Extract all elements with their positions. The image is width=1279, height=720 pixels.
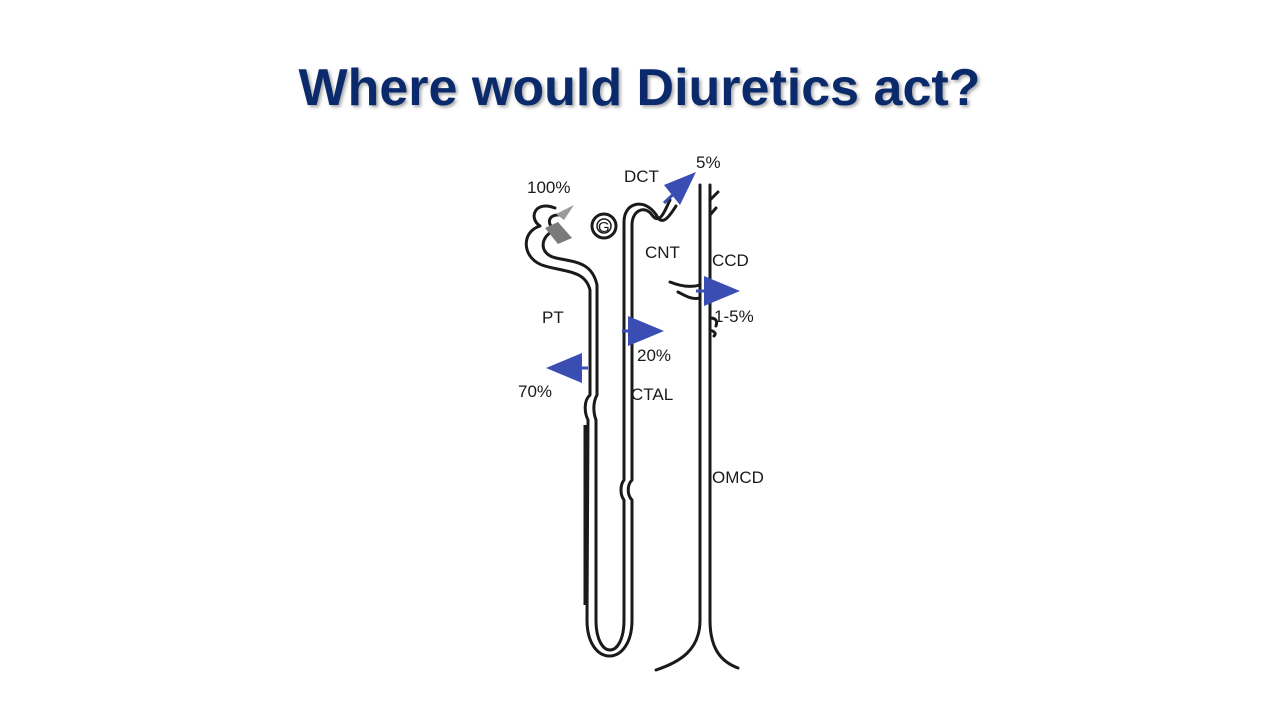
label-ctal: CTAL bbox=[631, 385, 673, 404]
diuretic-arrows bbox=[546, 172, 740, 383]
arrow-ctal bbox=[622, 316, 664, 346]
label-dct: DCT bbox=[624, 167, 659, 186]
bowman-capsule bbox=[545, 222, 572, 244]
label-ccd: CCD bbox=[712, 251, 749, 270]
nephron-tubule bbox=[524, 198, 678, 658]
arrow-ccd bbox=[696, 276, 740, 306]
glomerulus: G bbox=[590, 212, 618, 240]
slide-title: Where would Diuretics act? bbox=[298, 59, 981, 117]
label-omcd: OMCD bbox=[712, 468, 764, 487]
label-cnt: CNT bbox=[645, 243, 680, 262]
glomerulus-label: G bbox=[598, 219, 610, 236]
label-ccd-percent: 1-5% bbox=[714, 307, 754, 326]
collecting-duct bbox=[654, 183, 740, 672]
label-filtered-percent: 100% bbox=[527, 178, 570, 197]
label-pt-percent: 70% bbox=[518, 382, 552, 401]
label-dct-percent: 5% bbox=[696, 153, 721, 172]
label-pt: PT bbox=[542, 308, 564, 327]
arrow-dct bbox=[662, 172, 696, 205]
label-ctal-percent: 20% bbox=[637, 346, 671, 365]
arrow-pt bbox=[546, 353, 588, 383]
labels: 100% DCT 5% CNT CCD 1-5% PT 20% 70% CTAL… bbox=[518, 153, 764, 487]
